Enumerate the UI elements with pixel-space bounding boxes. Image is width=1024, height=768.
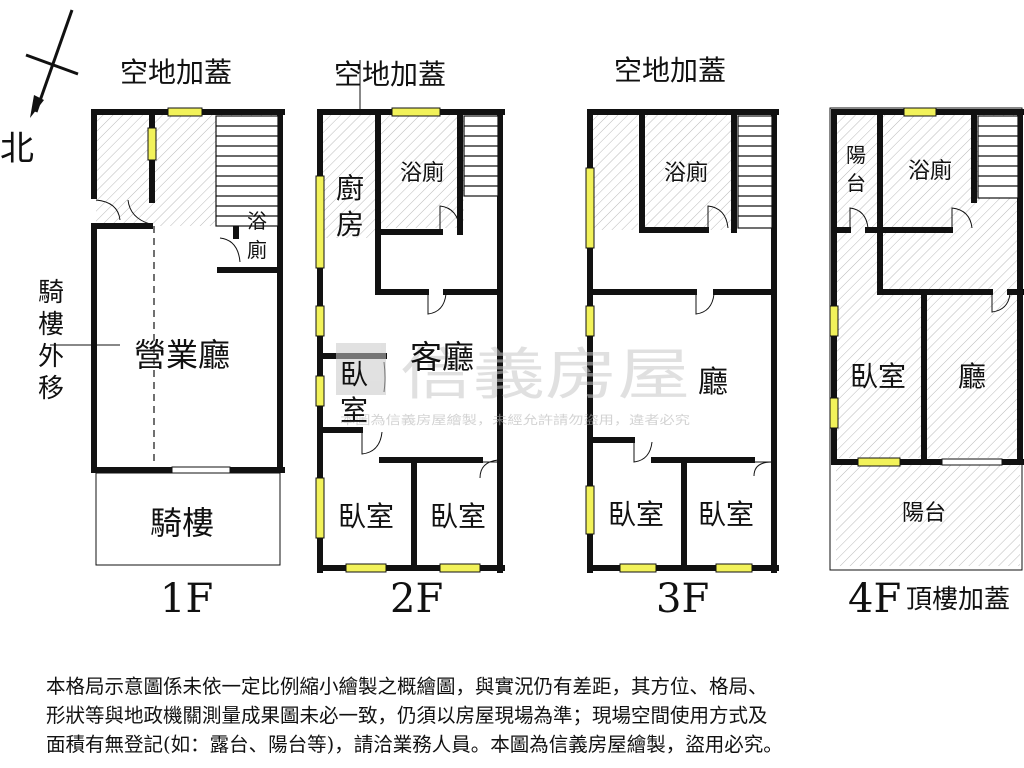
f1-arcade-note-3: 外: [38, 342, 64, 372]
floor-4f: [829, 107, 1024, 571]
f1-bath-label-1: 浴: [247, 209, 267, 233]
f4-bath-label: 浴廁: [908, 159, 952, 184]
f1-annex-label: 空地加蓋: [120, 56, 232, 89]
f4-floor-label: 4F: [848, 576, 901, 622]
disclaimer: 本格局示意圖係未依一定比例縮小繪製之概繪圖，與實況仍有差距，其方位、格局、 形狀…: [46, 672, 1006, 759]
disclaimer-line-1: 本格局示意圖係未依一定比例縮小繪製之概繪圖，與實況仍有差距，其方位、格局、: [46, 675, 768, 698]
f2-kitchen-label-2: 房: [336, 208, 364, 241]
floor-3f: [585, 109, 779, 573]
f2-living-label: 客廳: [410, 338, 474, 376]
f1-floor-label: 1F: [160, 576, 213, 622]
watermark-brand: 信義房屋: [400, 343, 690, 408]
f4-balcony-rear-label-2: 台: [846, 171, 866, 195]
f2-bath-label: 浴廁: [400, 161, 444, 186]
f4-floor-label-suffix: 頂樓加蓋: [906, 585, 1010, 615]
f1-hall-label: 營業廳: [134, 336, 230, 374]
f3-annex-label: 空地加蓋: [614, 54, 726, 87]
f4-balcony-front-label: 陽台: [902, 501, 946, 526]
f2-small-bedroom-label-1: 臥: [340, 358, 368, 391]
f4-bedroom-label: 臥室: [850, 360, 906, 393]
f3-hall-label: 廳: [698, 365, 728, 400]
f3-floor-label: 3F: [656, 576, 709, 622]
compass: 北: [0, 9, 79, 169]
f4-balcony-rear-label-1: 陽: [846, 143, 866, 167]
f3-bath-label: 浴廁: [664, 161, 708, 186]
f1-arcade-note-4: 移: [38, 374, 64, 404]
watermark-notice: 本圖為信義房屋繪製，未經允許請勿盜用，違者必究: [340, 412, 690, 427]
f2-floor-label: 2F: [390, 576, 443, 622]
disclaimer-line-3: 面積有無登記(如：露台、陽台等)，請洽業務人員。本圖為信義房屋繪製，盜用必究。: [46, 733, 783, 756]
watermark: 信義房屋 本圖為信義房屋繪製，未經允許請勿盜用，違者必究: [336, 343, 690, 427]
f3-bedroom-2-label: 臥室: [698, 498, 754, 531]
f1-arcade-note-1: 騎: [38, 278, 64, 308]
f1-arcade-note-2: 樓: [38, 310, 64, 340]
f2-small-bedroom-label-2: 室: [340, 394, 368, 427]
disclaimer-line-2: 形狀等與地政機關測量成果圖未必一致，仍須以房屋現場為準；現場空間使用方式及: [46, 704, 768, 727]
f2-bedroom-1-label: 臥室: [338, 500, 394, 533]
f1-arcade-label: 騎樓: [150, 504, 214, 542]
floor-2f: [315, 60, 505, 573]
f2-annex-label: 空地加蓋: [334, 58, 446, 91]
floor-plan: 北: [0, 9, 1024, 622]
f1-bath-label-2: 廁: [247, 238, 267, 262]
f3-bedroom-1-label: 臥室: [608, 498, 664, 531]
f4-hall-label: 廳: [958, 360, 986, 393]
f2-kitchen-label-1: 廚: [336, 172, 364, 205]
north-label: 北: [0, 129, 34, 169]
floor-1f: [50, 107, 285, 566]
f2-bedroom-2-label: 臥室: [430, 500, 486, 533]
